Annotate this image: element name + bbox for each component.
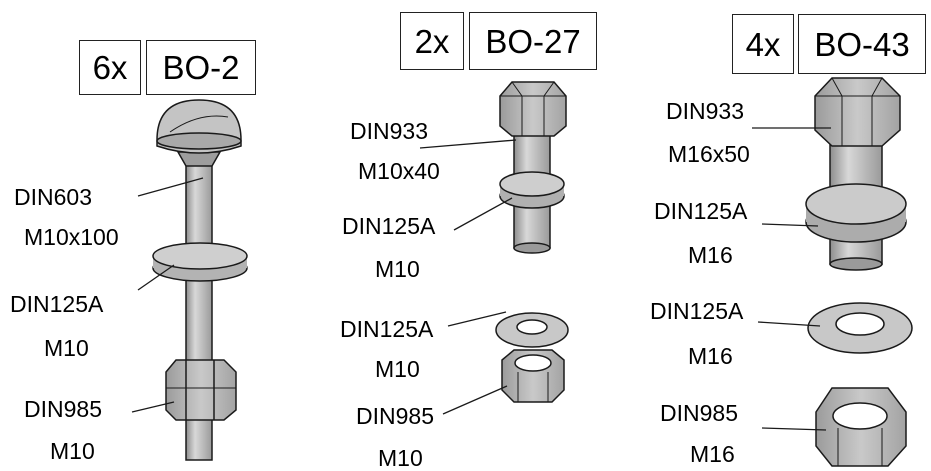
- hex-bolt-m16-assembly: [805, 77, 913, 467]
- kit1-qty-box: 6x: [79, 40, 141, 95]
- kit3-part3-size: M16: [688, 343, 733, 369]
- kit3-part2-name: DIN125A: [654, 198, 748, 224]
- kit2-part1-size: M10x40: [358, 158, 440, 184]
- kit2-part4-name: DIN985: [356, 403, 434, 429]
- kit1-part2-name: DIN125A: [10, 291, 104, 317]
- kit3-part4-name: DIN985: [660, 400, 738, 426]
- hex-bolt-m10-head: [499, 81, 567, 137]
- kit1-part1-size: M10x100: [24, 224, 119, 250]
- kit1-part3-size: M10: [50, 438, 95, 464]
- kit2-part3-size: M10: [375, 356, 420, 382]
- kit2-part2-size: M10: [375, 256, 420, 282]
- kit2-part4-size: M10: [378, 445, 423, 471]
- kit3-part4-size: M16: [690, 441, 735, 467]
- kit3-part1-size: M16x50: [668, 141, 750, 167]
- kit2-part2-name: DIN125A: [342, 213, 436, 239]
- lock-nut-m10: [165, 359, 237, 421]
- kit2-part3-name: DIN125A: [340, 316, 434, 342]
- kit1-code-box: BO-2: [146, 40, 256, 95]
- kit2-part1-name: DIN933: [350, 118, 428, 144]
- leader-lines: [131, 127, 831, 431]
- kit1-part2-size: M10: [44, 335, 89, 361]
- carriage-bolt-neck: [176, 151, 222, 167]
- hex-bolt-m16-head: [814, 77, 901, 147]
- kit3-code-box: BO-43: [798, 14, 926, 74]
- hex-bolt-m10-assembly: [495, 81, 569, 403]
- kit1-part1-name: DIN603: [14, 184, 92, 210]
- carriage-bolt-assembly: [152, 99, 248, 461]
- kit2-qty-box: 2x: [400, 12, 464, 70]
- kit3-qty-box: 4x: [732, 14, 794, 74]
- kit3-part1-name: DIN933: [666, 98, 744, 124]
- kit3-part2-size: M16: [688, 242, 733, 268]
- kit2-code-box: BO-27: [469, 12, 597, 70]
- kit3-part3-name: DIN125A: [650, 298, 744, 324]
- kit1-part3-name: DIN985: [24, 396, 102, 422]
